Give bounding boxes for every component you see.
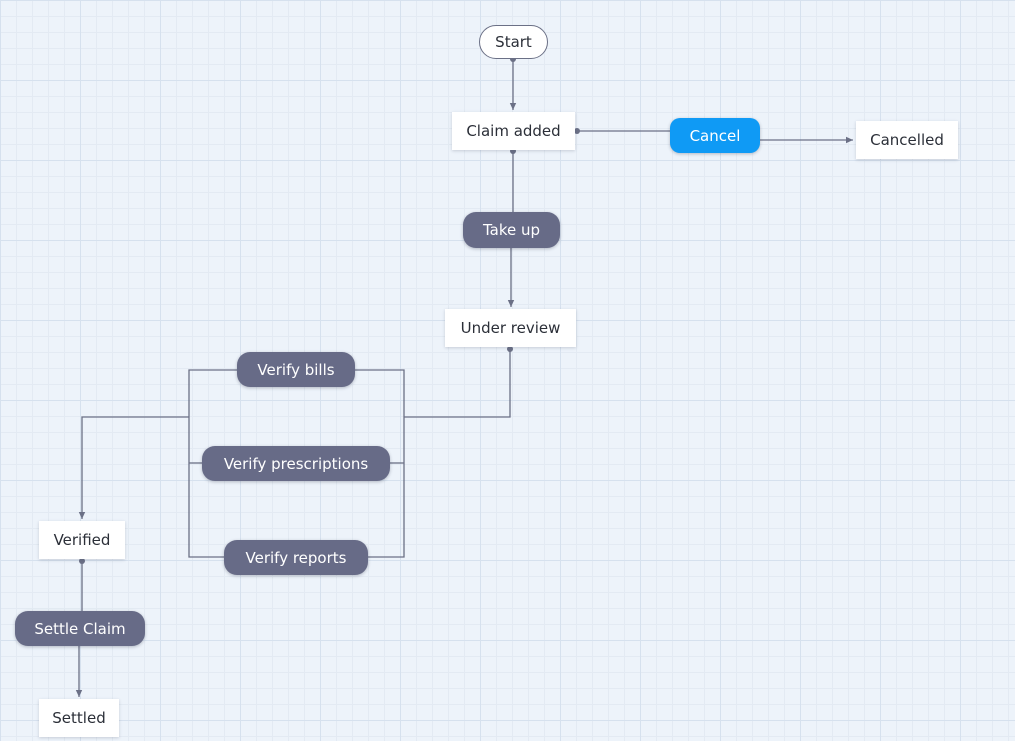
transition-verify-reports-label: Verify reports <box>245 548 347 567</box>
state-verified-label: Verified <box>53 531 111 549</box>
port-under-review-bottom <box>507 346 513 352</box>
state-verified[interactable]: Verified <box>39 521 125 559</box>
state-under-review[interactable]: Under review <box>445 309 576 347</box>
transition-cancel-label: Cancel <box>689 126 741 145</box>
connector-under-review-to-verifications <box>404 349 511 418</box>
transition-verify-bills-button[interactable]: Verify bills <box>237 352 355 387</box>
port-claim-added-right <box>574 128 580 134</box>
start-node-label: Start <box>495 33 532 51</box>
transition-verify-prescriptions-button[interactable]: Verify prescriptions <box>202 446 390 481</box>
transition-verify-bills-label: Verify bills <box>257 360 335 379</box>
state-cancelled-label: Cancelled <box>870 131 944 149</box>
connector-verifications-to-verified <box>78 416 189 519</box>
state-under-review-label: Under review <box>460 319 561 337</box>
start-node[interactable]: Start <box>479 25 548 59</box>
transition-take-up-label: Take up <box>482 221 541 239</box>
transition-cancel-button[interactable]: Cancel <box>670 118 760 153</box>
transition-settle-claim-button[interactable]: Settle Claim <box>15 611 145 646</box>
transition-verify-prescriptions-label: Verify prescriptions <box>223 454 369 473</box>
port-verified-bottom <box>79 558 85 564</box>
state-cancelled[interactable]: Cancelled <box>856 121 958 159</box>
state-claim-added-label: Claim added <box>466 122 561 140</box>
transition-verify-reports-button[interactable]: Verify reports <box>224 540 368 575</box>
transition-take-up-button[interactable]: Take up <box>463 212 560 248</box>
state-claim-added[interactable]: Claim added <box>452 112 575 150</box>
transition-settle-claim-label: Settle Claim <box>34 619 126 638</box>
state-settled[interactable]: Settled <box>39 699 119 737</box>
state-settled-label: Settled <box>52 709 106 727</box>
